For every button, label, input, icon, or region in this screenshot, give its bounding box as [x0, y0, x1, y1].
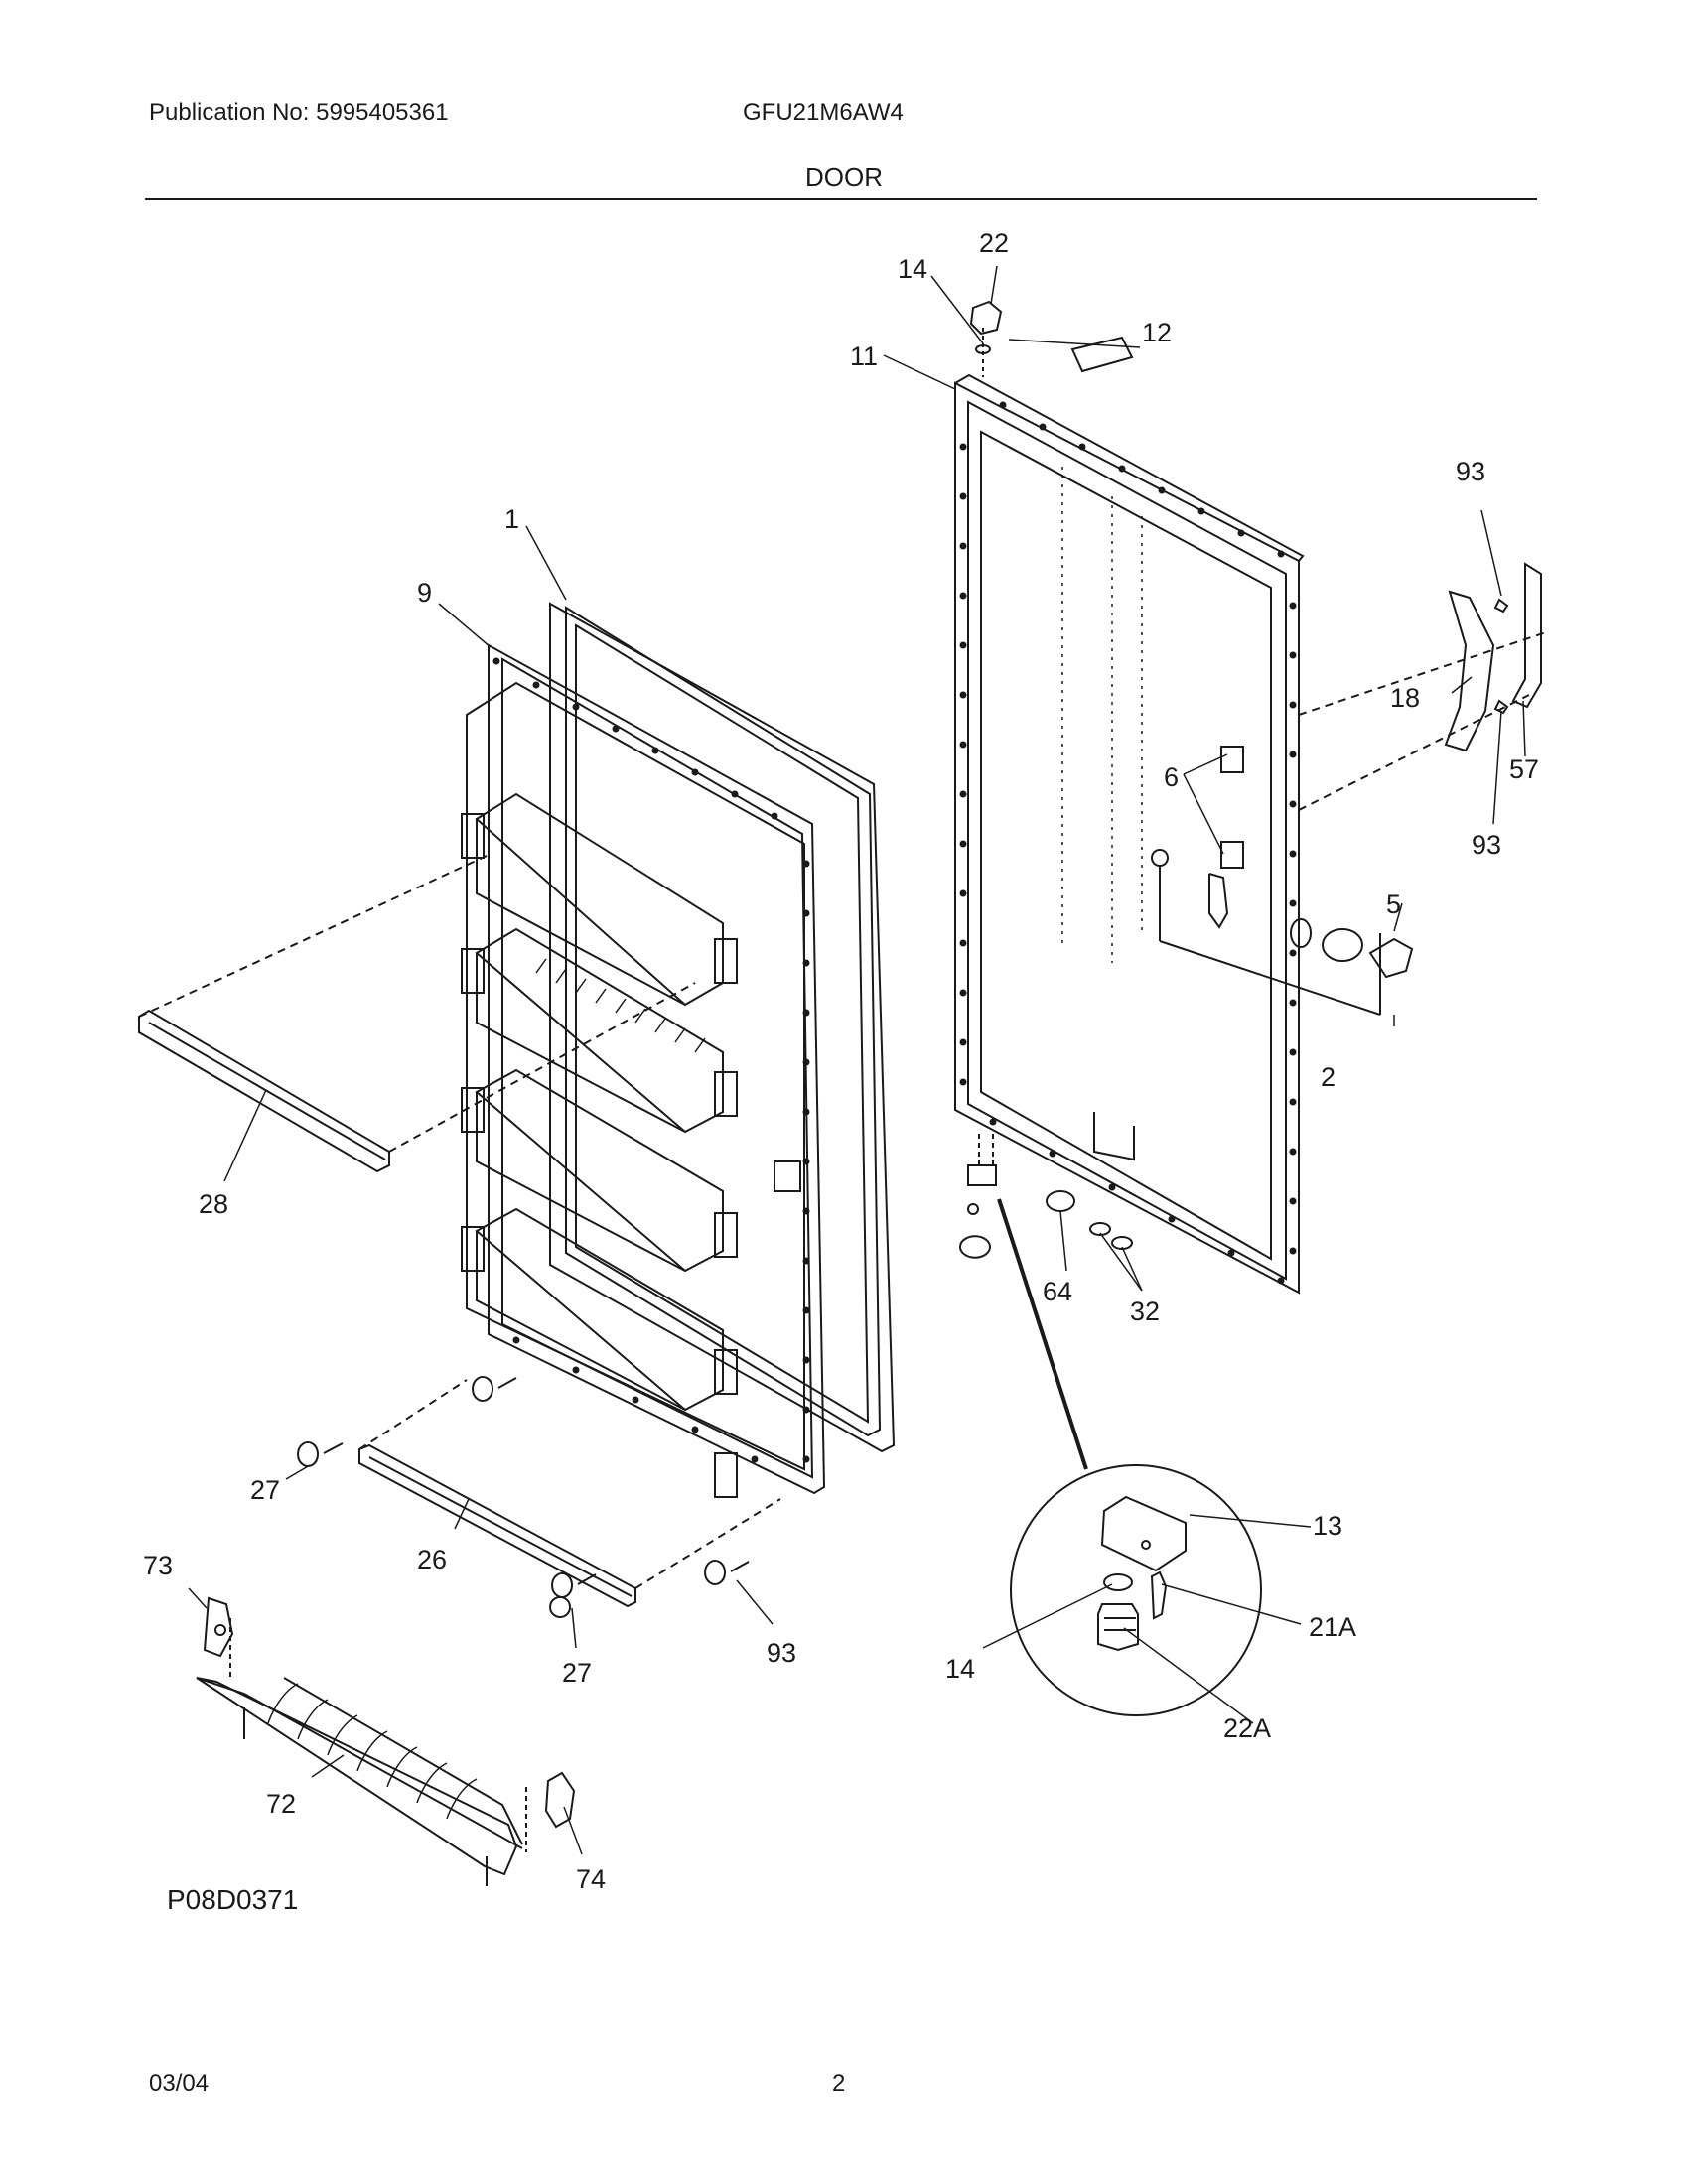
leader-lines: [188, 265, 1526, 1855]
publication-number: Publication No: 5995405361: [149, 99, 449, 126]
callout-27-left: 27: [250, 1475, 280, 1505]
callout-21A: 21A: [1309, 1612, 1356, 1642]
callout-13: 13: [1313, 1511, 1342, 1541]
callout-14-top: 14: [898, 254, 927, 284]
inner-liner-holes: [492, 657, 810, 1463]
callout-57: 57: [1509, 754, 1539, 784]
callout-26: 26: [417, 1545, 447, 1574]
callout-32: 32: [1130, 1297, 1160, 1326]
page-number: 2: [832, 2070, 846, 2097]
callout-73: 73: [143, 1551, 173, 1580]
callout-93-right: 93: [1472, 830, 1501, 860]
callout-64: 64: [1043, 1277, 1072, 1306]
push-pins: [297, 1376, 750, 1618]
door-handle: [1298, 562, 1550, 811]
callout-12: 12: [1142, 318, 1172, 347]
page-title: DOOR: [805, 162, 883, 192]
door-basket: [196, 1596, 576, 1886]
shelf-rail-28: [138, 855, 696, 1173]
bottom-rail-26: [358, 1379, 781, 1608]
callout-5: 5: [1386, 889, 1401, 919]
callout-72: 72: [266, 1789, 296, 1819]
callout-93-top: 93: [1456, 457, 1485, 486]
inner-door-liner: [461, 643, 826, 1498]
callout-93-bottom: 93: [767, 1638, 796, 1668]
header-rule: [145, 198, 1537, 200]
callout-28: 28: [199, 1189, 228, 1219]
footer-date: 03/04: [149, 2070, 210, 2097]
callout-27-bottom: 27: [562, 1658, 592, 1688]
hinge-detail-inset: [997, 1198, 1262, 1716]
callout-18: 18: [1390, 683, 1420, 713]
callout-11: 11: [850, 341, 878, 371]
figure-code: P08D0371: [167, 1884, 299, 1915]
callout-22A: 22A: [1223, 1713, 1271, 1743]
callout-6: 6: [1164, 762, 1179, 792]
callout-2: 2: [1321, 1062, 1336, 1092]
callout-labels: 1 2 5 6 9 11 12 13 14 14 18 21A 22 22A 2…: [143, 228, 1539, 1894]
callout-1: 1: [504, 504, 519, 534]
door-panel: [954, 300, 1414, 1295]
door-panel-holes: [959, 401, 1297, 1285]
callout-9: 9: [417, 578, 432, 608]
callout-14-detail: 14: [945, 1654, 975, 1684]
model-number: GFU21M6AW4: [743, 99, 904, 126]
callout-74: 74: [576, 1864, 606, 1894]
callout-22: 22: [979, 228, 1009, 258]
